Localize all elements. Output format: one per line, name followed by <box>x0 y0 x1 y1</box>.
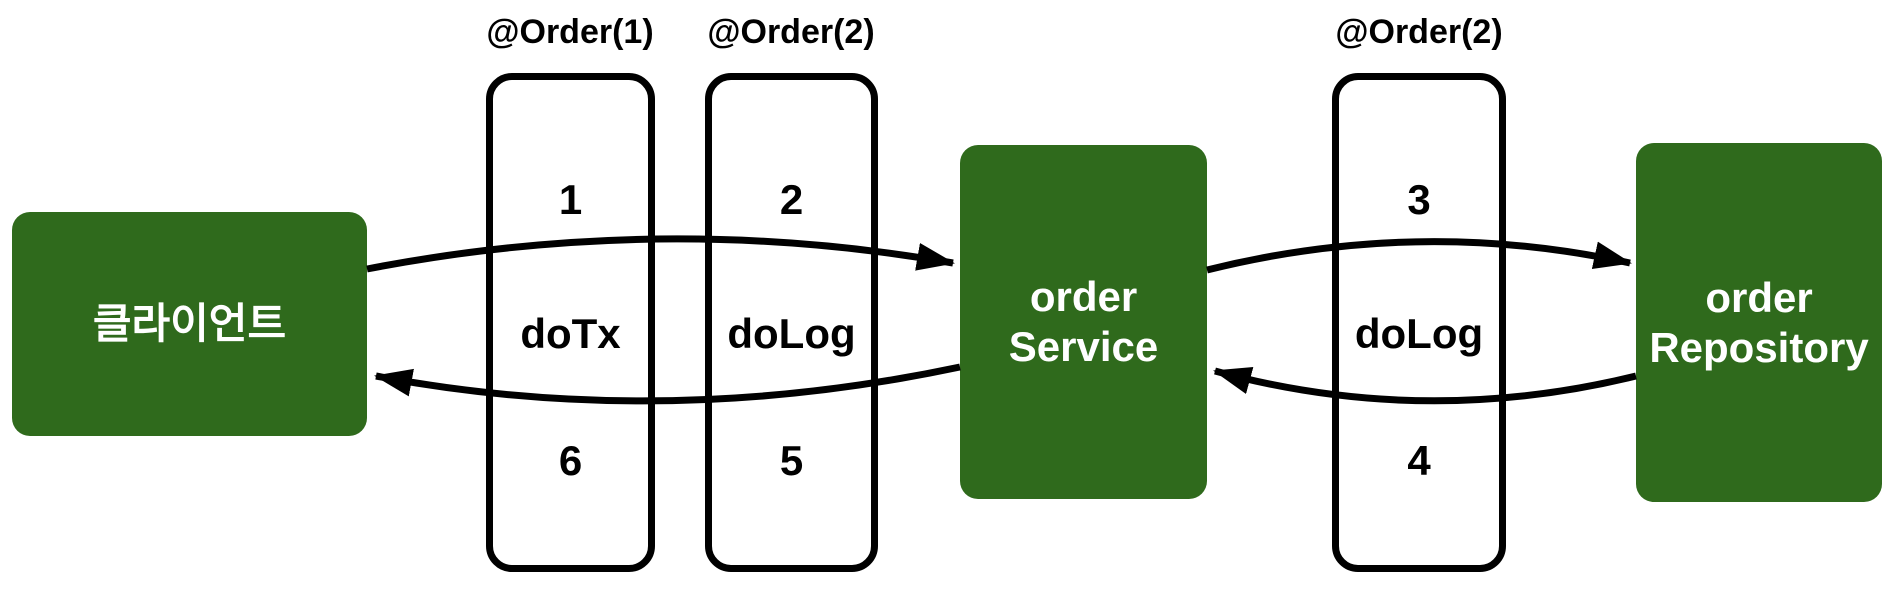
step-number-3: 3 <box>1407 176 1431 223</box>
step-number-4: 4 <box>1407 437 1431 484</box>
client-node: 클라이언트 <box>12 212 367 436</box>
order-service-label-line1: order <box>1029 273 1138 320</box>
advice-dolog-left: doLog <box>727 310 856 357</box>
step-number-2: 2 <box>779 176 804 223</box>
advice-dotx: doTx <box>520 310 621 357</box>
step-number-6: 6 <box>558 437 583 484</box>
order-annotation-dolog-right: @Order(2) <box>1335 13 1503 51</box>
advisor-box-dolog-right: 3 doLog 4 <box>1332 73 1506 572</box>
advisor-box-dotx: 1 doTx 6 <box>486 73 655 572</box>
step-number-5: 5 <box>779 437 804 484</box>
order-repository-label-line2: Repository <box>1649 323 1869 371</box>
order-repository-node: order Repository <box>1636 143 1882 502</box>
order-repository-label-line1: order <box>1705 273 1813 321</box>
advisor-box-dolog-left: 2 doLog 5 <box>705 73 878 572</box>
order-service-label-line2: Service <box>1008 323 1159 370</box>
advice-dolog-right: doLog <box>1354 310 1484 357</box>
order-annotation-dotx: @Order(1) <box>486 13 654 51</box>
step-number-1: 1 <box>558 176 583 223</box>
order-service-node: order Service <box>960 145 1207 499</box>
client-node-label: 클라이언트 <box>92 300 287 347</box>
order-annotation-dolog-left: @Order(2) <box>707 13 875 51</box>
